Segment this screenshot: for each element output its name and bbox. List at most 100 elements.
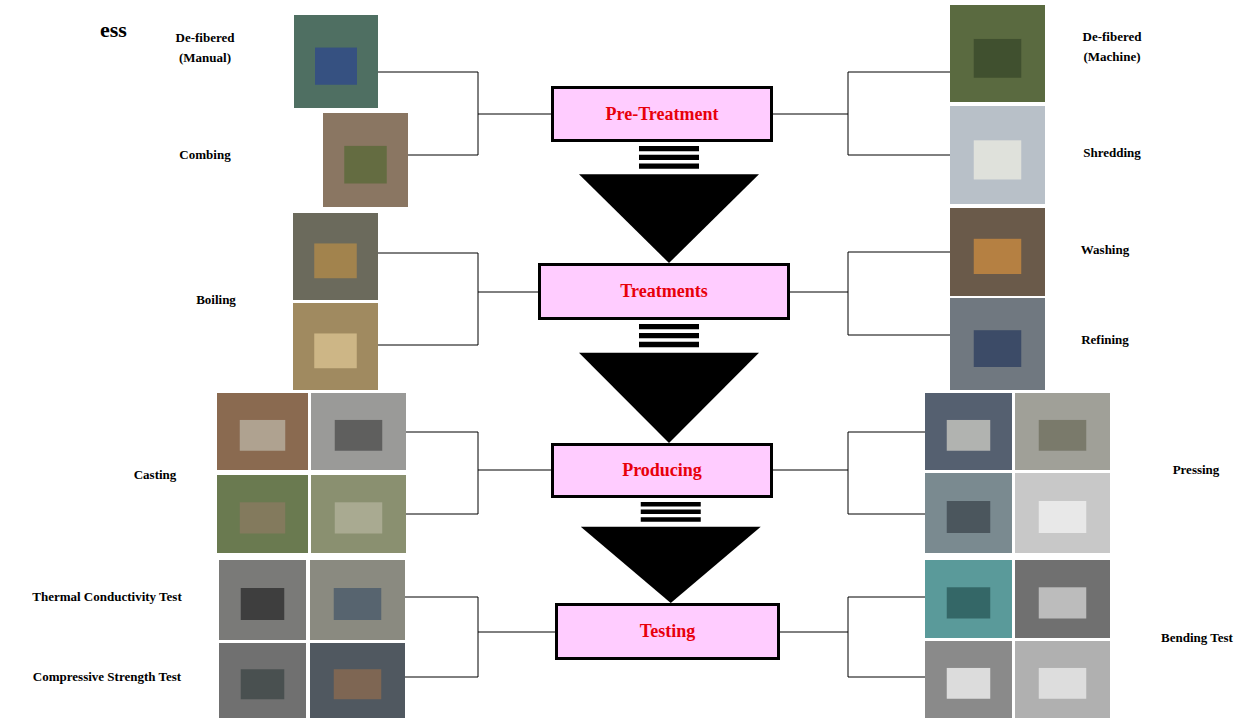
step-label: Refining xyxy=(1081,330,1129,350)
photo xyxy=(293,303,378,390)
photo-detail xyxy=(335,420,383,451)
photo xyxy=(310,643,405,718)
photo-ground xyxy=(219,643,306,718)
bracket-line xyxy=(773,432,925,514)
photo-detail xyxy=(240,420,286,451)
arrow-part xyxy=(579,174,759,263)
photo xyxy=(219,560,306,640)
step-label: Pressing xyxy=(1173,460,1220,480)
process-box: Producing xyxy=(551,443,773,498)
arrow-part xyxy=(579,353,759,443)
photo-detail xyxy=(335,502,383,533)
bracket-line xyxy=(378,72,551,155)
photo-ground xyxy=(925,560,1012,638)
bracket-line xyxy=(790,252,950,335)
photo-detail xyxy=(974,239,1022,274)
photo xyxy=(217,475,308,553)
photo-detail xyxy=(947,668,991,699)
flow-arrow xyxy=(579,146,759,263)
bracket-line xyxy=(780,597,925,677)
photo-ground xyxy=(310,560,405,640)
step-label: Thermal Conductivity Test xyxy=(32,587,182,607)
photo-ground xyxy=(950,106,1045,204)
photo-detail xyxy=(1039,668,1087,699)
photo xyxy=(950,298,1045,390)
arrow-part xyxy=(639,164,699,169)
photo-ground xyxy=(219,560,306,640)
bracket-line xyxy=(773,72,950,155)
photo-ground xyxy=(1015,560,1110,638)
photo-detail xyxy=(974,330,1022,367)
photo-detail xyxy=(314,333,357,368)
step-label: Combing xyxy=(179,145,230,165)
photo xyxy=(950,5,1045,102)
bracket-line xyxy=(405,597,555,677)
photo-detail xyxy=(1039,420,1087,451)
step-label: ess xyxy=(100,13,127,47)
step-label: Washing xyxy=(1081,240,1129,260)
photo xyxy=(293,213,378,300)
process-box: Treatments xyxy=(538,263,790,320)
photo xyxy=(1015,393,1110,470)
step-title: Testing xyxy=(640,621,695,642)
arrow-part xyxy=(639,155,699,160)
photo-ground xyxy=(293,303,378,390)
step-title: Treatments xyxy=(620,281,707,302)
arrow-part xyxy=(641,517,701,522)
photo xyxy=(219,643,306,718)
photo xyxy=(217,393,308,470)
photo-detail xyxy=(334,588,382,620)
step-title: Pre-Treatment xyxy=(606,104,719,125)
bracket-line xyxy=(406,432,551,514)
step-label: De-fibered (Manual) xyxy=(165,28,245,68)
photo xyxy=(311,393,406,470)
photo-detail xyxy=(1039,501,1087,533)
photo-ground xyxy=(950,298,1045,390)
photo-detail xyxy=(947,420,991,451)
photo-detail xyxy=(947,501,991,533)
photo-detail xyxy=(344,146,387,184)
arrow-part xyxy=(639,342,699,347)
photo xyxy=(925,641,1012,718)
photo-ground xyxy=(311,393,406,470)
photo-detail xyxy=(315,48,357,85)
photo-ground xyxy=(311,475,406,553)
step-label: Shredding xyxy=(1083,143,1141,163)
photo-ground xyxy=(1015,473,1110,553)
step-label: Boiling xyxy=(196,290,236,310)
photo xyxy=(311,475,406,553)
step-title: Producing xyxy=(622,460,702,481)
photo-detail xyxy=(974,140,1022,179)
photo-detail xyxy=(241,669,285,699)
step-label: De-fibered (Machine) xyxy=(1072,27,1152,67)
step-label: Compressive Strength Test xyxy=(33,667,181,687)
step-label: Bending Test xyxy=(1161,628,1233,648)
photo-ground xyxy=(950,5,1045,102)
photo-ground xyxy=(310,643,405,718)
photo-ground xyxy=(217,393,308,470)
photo xyxy=(925,473,1012,553)
photo-ground xyxy=(925,473,1012,553)
photo-ground xyxy=(950,208,1045,296)
photo xyxy=(310,560,405,640)
photo-detail xyxy=(334,669,382,699)
arrow-part xyxy=(581,527,761,603)
bracket-line xyxy=(378,253,538,345)
photo xyxy=(1015,560,1110,638)
process-box: Pre-Treatment xyxy=(551,86,773,142)
photo-detail xyxy=(974,39,1022,78)
photo-ground xyxy=(925,641,1012,718)
photo xyxy=(1015,641,1110,718)
photo-detail xyxy=(240,502,286,533)
photo-ground xyxy=(293,213,378,300)
photo xyxy=(925,393,1012,470)
flow-arrow xyxy=(579,324,759,443)
process-box: Testing xyxy=(555,603,780,660)
arrow-part xyxy=(641,510,701,515)
step-label: Casting xyxy=(134,465,177,485)
photo-ground xyxy=(1015,641,1110,718)
photo-ground xyxy=(925,393,1012,470)
photo-detail xyxy=(947,587,991,618)
photo-detail xyxy=(314,243,357,278)
